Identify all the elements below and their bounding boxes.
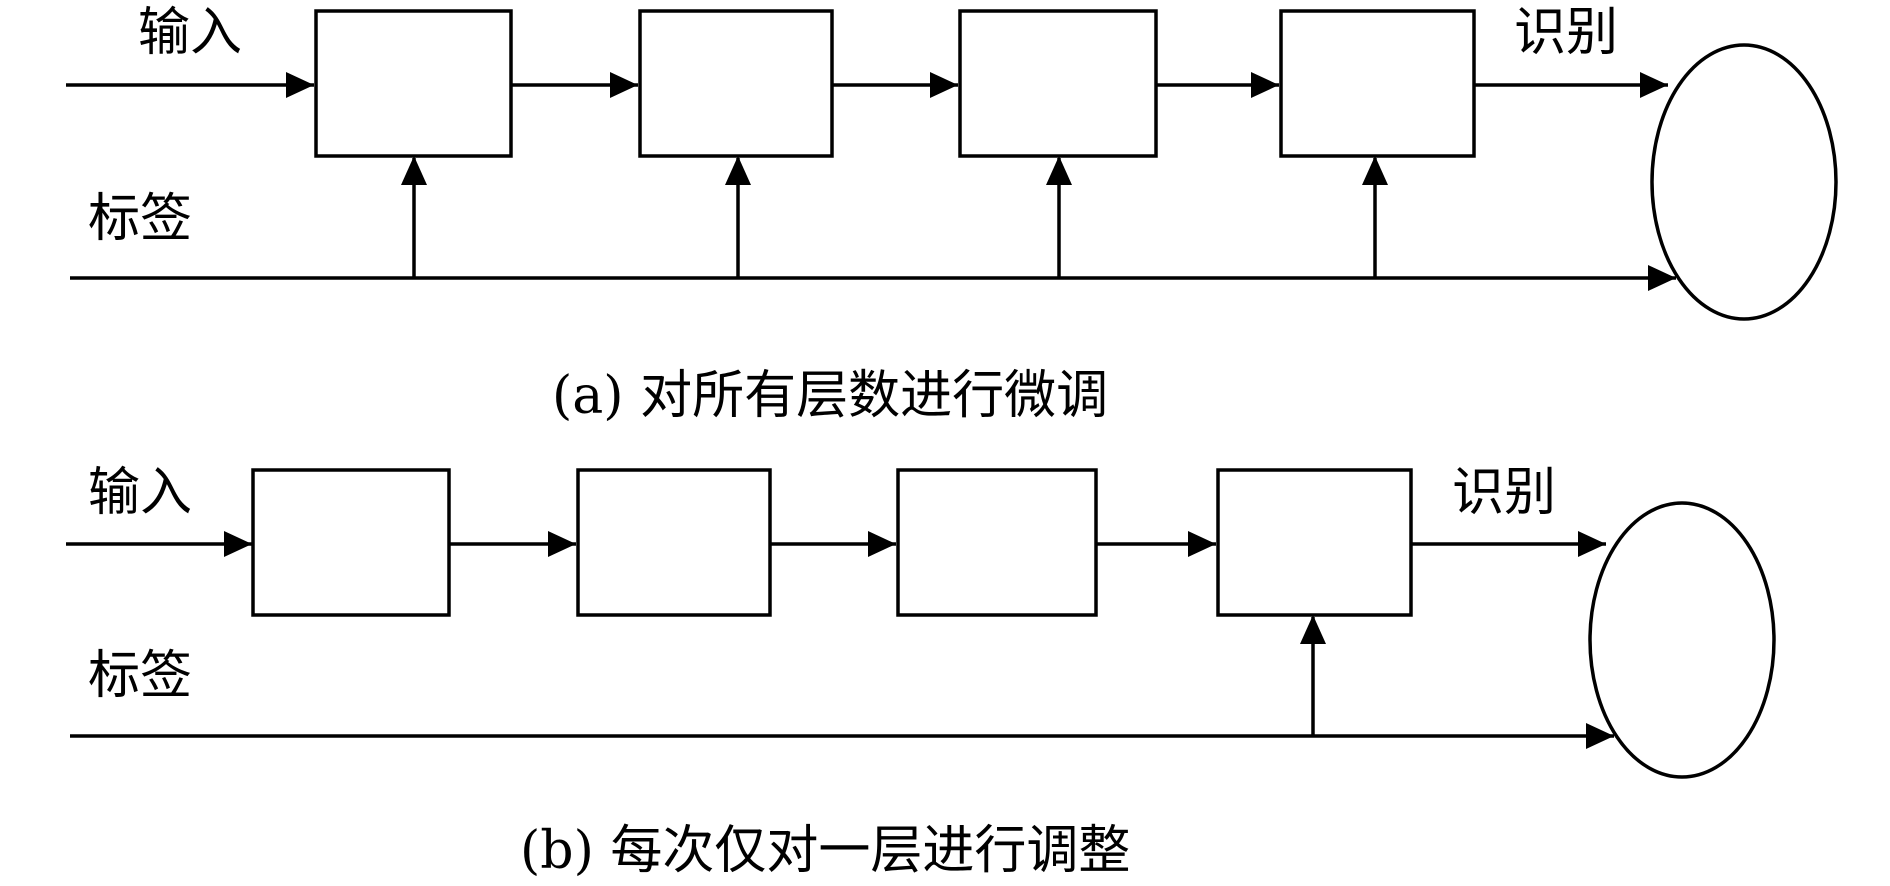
panel-a: 输入 标签 识别 (a) 对所 <box>66 3 1838 426</box>
label-label-a: 标签 <box>88 189 192 249</box>
label-feed-arrowhead-b-4 <box>1300 615 1326 644</box>
caption-b: (b) 每次仅对一层进行调整 <box>520 821 1130 881</box>
output-node-b <box>1588 501 1776 779</box>
input-label-b: 输入 <box>88 463 192 523</box>
output-label-b: 识别 <box>1452 463 1556 523</box>
label-feed-arrowhead-a-3 <box>1046 156 1072 185</box>
label-label-b: 标签 <box>88 646 192 706</box>
layer-box-a-3 <box>958 9 1158 158</box>
connector-arrowhead-b-3 <box>1188 531 1216 557</box>
output-label-a: 识别 <box>1514 3 1618 63</box>
input-label-a: 输入 <box>138 3 242 63</box>
layer-box-a-2 <box>638 9 834 158</box>
output-arrowhead-b <box>1578 531 1606 557</box>
label-feed-arrowhead-a-2 <box>725 156 751 185</box>
layer-box-b-4 <box>1216 468 1413 617</box>
input-arrowhead-a <box>286 72 314 98</box>
connector-arrowhead-a-2 <box>930 72 958 98</box>
connector-arrowhead-b-1 <box>548 531 576 557</box>
layer-box-b-3 <box>896 468 1098 617</box>
label-feed-arrowhead-a-1 <box>401 156 427 185</box>
input-arrowhead-b <box>224 531 252 557</box>
label-line-arrowhead-b <box>1586 723 1614 749</box>
connector-arrowhead-a-3 <box>1251 72 1279 98</box>
connector-arrowhead-a-1 <box>610 72 638 98</box>
layer-box-b-1 <box>251 468 451 617</box>
connector-arrowhead-b-2 <box>868 531 896 557</box>
layer-box-a-1 <box>314 9 513 158</box>
output-node-a <box>1650 43 1838 321</box>
panel-b: 输入 标签 识别 (b) 每次仅对一层进行调整 <box>66 463 1776 881</box>
layer-box-a-4 <box>1279 9 1476 158</box>
label-line-arrowhead-a <box>1648 265 1676 291</box>
caption-a: (a) 对所有层数进行微调 <box>552 366 1108 426</box>
label-feed-arrowhead-a-4 <box>1362 156 1388 185</box>
output-arrowhead-a <box>1640 72 1668 98</box>
layer-box-b-2 <box>576 468 772 617</box>
